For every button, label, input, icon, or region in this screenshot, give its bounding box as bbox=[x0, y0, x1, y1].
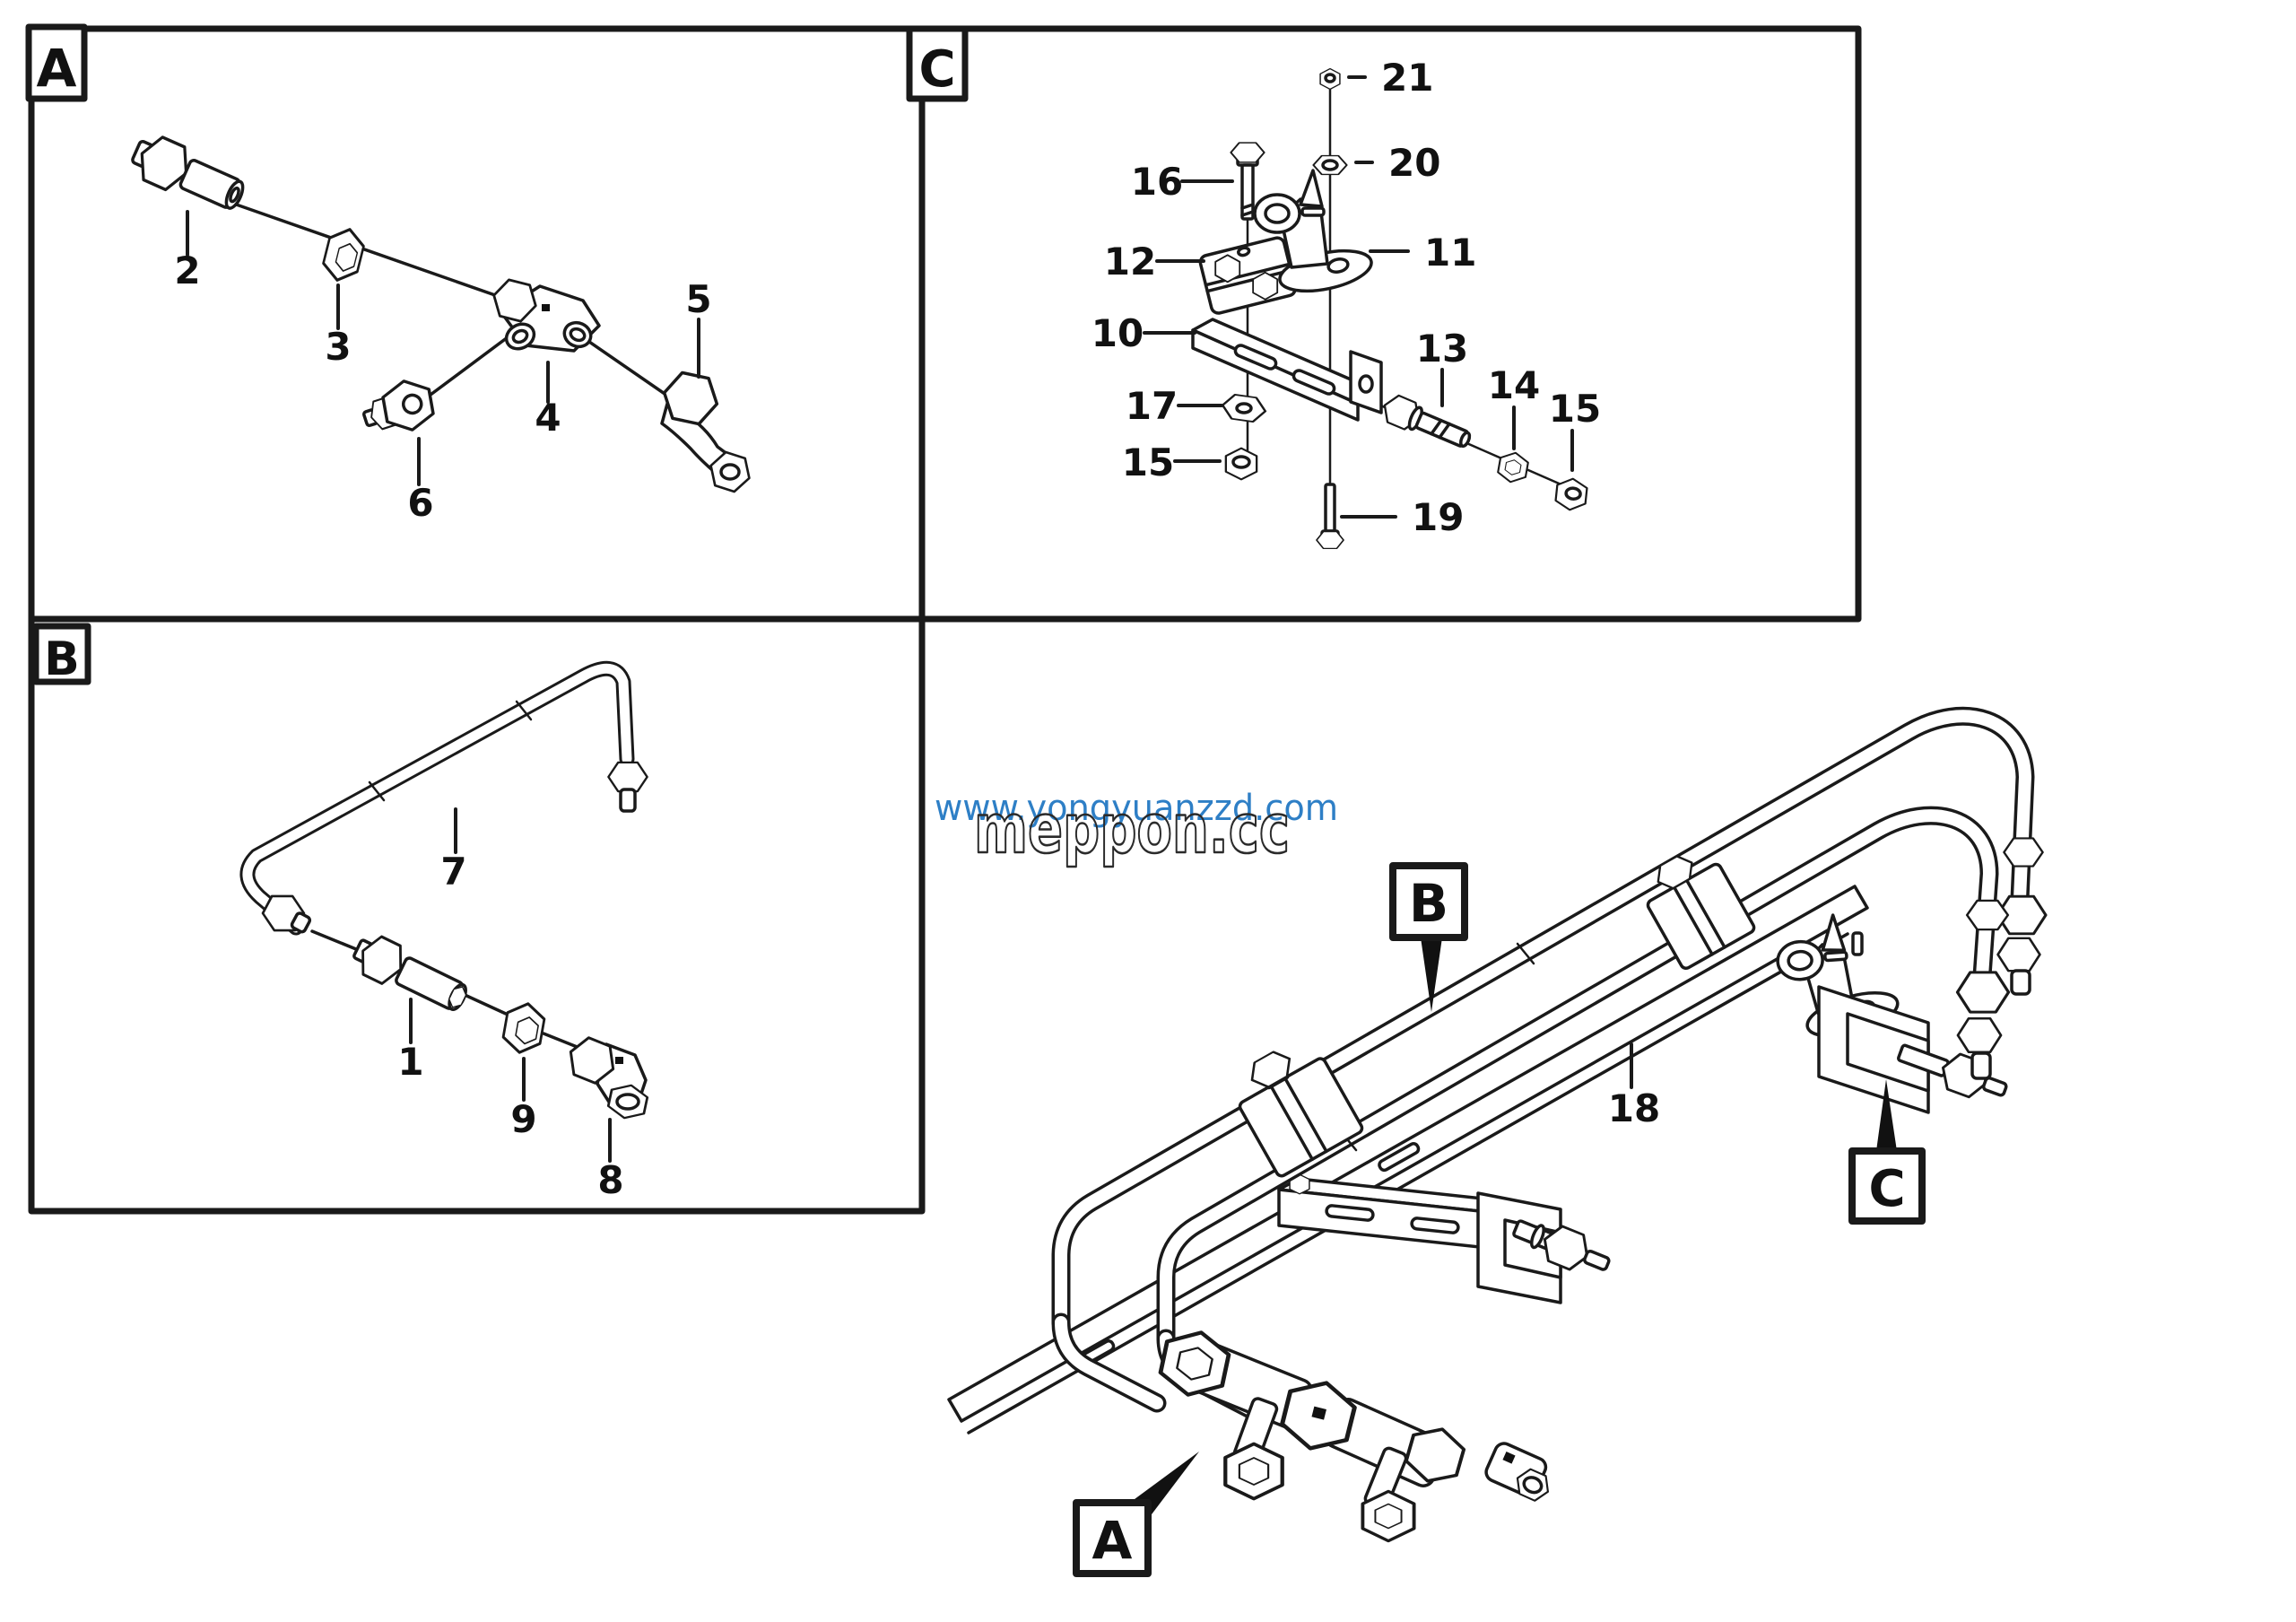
callout-15: 15 bbox=[1122, 440, 1174, 484]
main-assembly-view: 18 B C A bbox=[947, 706, 2048, 1577]
part-5-elbow-fitting bbox=[657, 368, 756, 496]
pipe-runs bbox=[1051, 706, 2048, 1424]
part-6-nut-fitting bbox=[362, 375, 438, 436]
ref-b-label: B bbox=[1409, 873, 1448, 934]
part-7-pipe bbox=[239, 660, 648, 940]
part-14-nut bbox=[1495, 449, 1531, 486]
callout-9: 9 bbox=[510, 1097, 536, 1141]
part-13-bolt bbox=[1378, 390, 1472, 449]
callout-1: 1 bbox=[397, 1040, 423, 1084]
callout-5: 5 bbox=[685, 277, 711, 321]
assembly-line bbox=[310, 929, 362, 953]
pipe-union-nut bbox=[2003, 837, 2044, 868]
ref-a-label: A bbox=[1092, 1510, 1133, 1571]
panel-b-label-box bbox=[32, 623, 91, 685]
panel-b: 7 1 9 8 B bbox=[32, 623, 651, 1202]
clamp-bolt bbox=[1512, 1219, 1611, 1276]
part-3-nut bbox=[318, 223, 369, 286]
part-17-washer bbox=[1219, 391, 1269, 425]
callout-14: 14 bbox=[1488, 363, 1540, 407]
callout-6: 6 bbox=[407, 481, 433, 525]
panel-b-border bbox=[28, 615, 926, 1215]
callout-13: 13 bbox=[1416, 327, 1468, 371]
part-16-bolt bbox=[1230, 141, 1265, 221]
part-21-nut bbox=[1319, 67, 1341, 91]
part-15b-nut bbox=[1553, 475, 1589, 513]
callout-20: 20 bbox=[1388, 141, 1440, 185]
part-4-tee-fitting bbox=[488, 275, 601, 353]
callout-4: 4 bbox=[535, 396, 561, 440]
panel-c-border bbox=[918, 25, 1862, 623]
callout-11: 11 bbox=[1424, 231, 1476, 275]
pipe-end-fitting bbox=[1955, 971, 2011, 1080]
panel-c-label: C bbox=[918, 40, 955, 99]
ref-b-arrow bbox=[1421, 937, 1442, 1012]
callout-12: 12 bbox=[1104, 240, 1156, 283]
watermark-url: www.yongyuanzzd.com bbox=[935, 788, 1338, 829]
part-19-bolt bbox=[1316, 483, 1344, 550]
callout-17: 17 bbox=[1126, 384, 1178, 428]
part-9-nut bbox=[500, 998, 548, 1058]
panel-c: 16 12 10 17 15 21 20 11 13 14 15 19 bbox=[906, 25, 1601, 550]
assembly-line bbox=[542, 1032, 581, 1050]
valve-manifold bbox=[1157, 1326, 1555, 1543]
panel-a-label: A bbox=[37, 38, 77, 99]
pipe-union-nut bbox=[1965, 899, 2010, 931]
callout-18: 18 bbox=[1608, 1086, 1660, 1130]
ref-c-arrow bbox=[1876, 1079, 1897, 1151]
right-bracket-assembly bbox=[1773, 909, 2008, 1114]
panel-a-border bbox=[28, 25, 926, 623]
mounting-rail-18 bbox=[947, 885, 1869, 1435]
ref-c-label: C bbox=[1868, 1160, 1905, 1218]
rail-clamp-2 bbox=[1646, 850, 1756, 971]
assembly-line bbox=[224, 199, 515, 303]
callout-2: 2 bbox=[174, 249, 200, 292]
callout-21: 21 bbox=[1381, 56, 1433, 100]
left-bracket-assembly bbox=[1277, 1173, 1611, 1304]
part-15-nut bbox=[1224, 447, 1258, 481]
callout-10: 10 bbox=[1091, 311, 1144, 355]
part-20-washer bbox=[1312, 154, 1348, 176]
callout-19: 19 bbox=[1412, 495, 1464, 539]
part-1-adapter bbox=[352, 930, 469, 1012]
ref-a-box bbox=[1073, 1499, 1152, 1577]
callout-3: 3 bbox=[325, 325, 351, 369]
panel-a-label-box bbox=[25, 23, 88, 102]
callout-15b: 15 bbox=[1549, 387, 1601, 431]
part-2-union-fitting bbox=[130, 130, 245, 210]
watermark-outline-text: meppon.cc bbox=[974, 789, 1290, 868]
ref-b-box bbox=[1389, 862, 1468, 941]
panel-a: 2 3 4 5 6 A bbox=[25, 23, 756, 525]
ref-a: A bbox=[1073, 1452, 1199, 1577]
callout-16: 16 bbox=[1131, 160, 1183, 204]
panel-c-label-box bbox=[906, 25, 969, 102]
callout-8: 8 bbox=[597, 1158, 623, 1202]
pipe-end-fitting bbox=[1996, 894, 2048, 996]
part-10-bracket bbox=[1191, 318, 1383, 422]
ref-c: C bbox=[1848, 1079, 1926, 1225]
callout-7: 7 bbox=[440, 850, 466, 894]
assembly-line bbox=[429, 330, 517, 397]
rail-clamp-1 bbox=[1238, 1045, 1364, 1178]
assembly-line bbox=[461, 992, 508, 1016]
ref-b: B bbox=[1389, 862, 1468, 1012]
part-8-elbow-fitting bbox=[561, 1032, 651, 1123]
watermark: www.yongyuanzzd.com meppon.cc bbox=[935, 788, 1338, 870]
part-12-clamp-block bbox=[1198, 236, 1297, 315]
clamp-bolt bbox=[1897, 1043, 2008, 1103]
manifold-end-fitting bbox=[1484, 1442, 1555, 1505]
ref-c-box bbox=[1848, 1147, 1926, 1225]
panel-b-label: B bbox=[44, 632, 80, 686]
